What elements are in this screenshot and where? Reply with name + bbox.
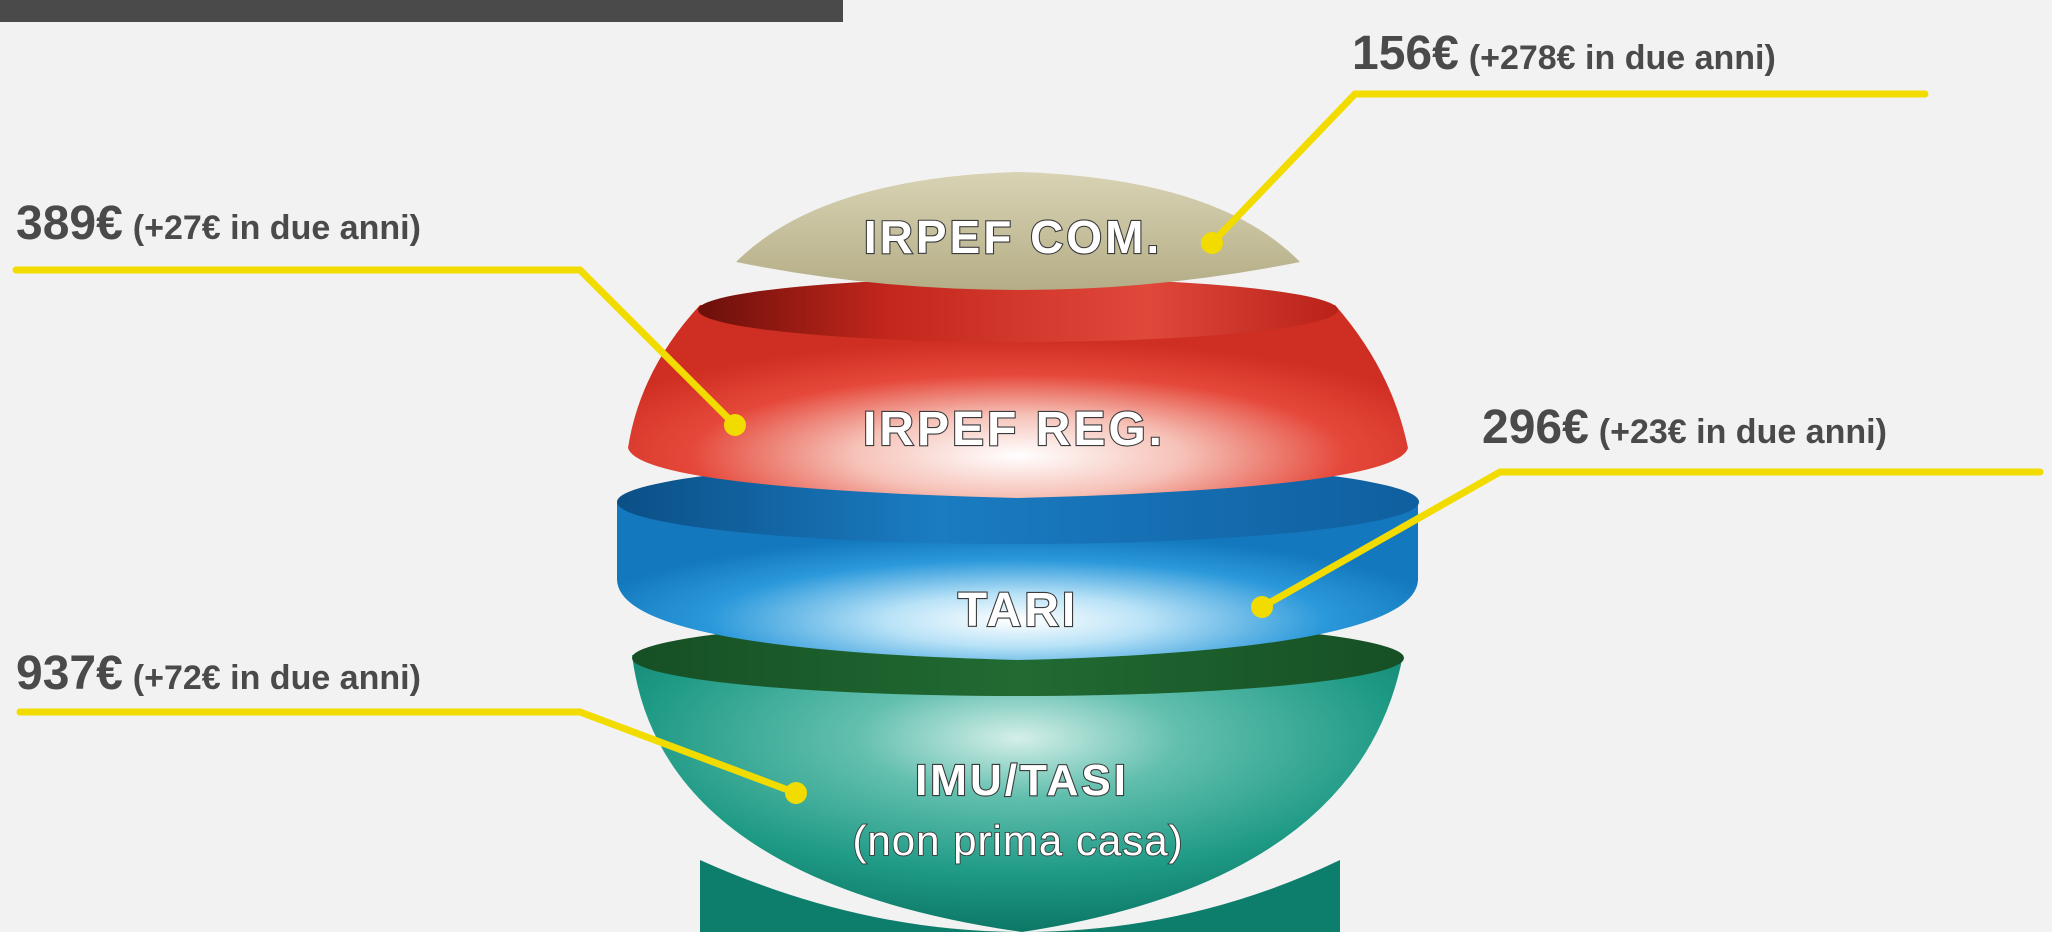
callout-imu-tasi-delta: (+72€ in due anni) bbox=[132, 659, 421, 697]
dot-tari bbox=[1251, 596, 1273, 618]
dot-irpef-reg bbox=[724, 414, 746, 436]
callout-imu-tasi: 937€(+72€ in due anni) bbox=[16, 650, 421, 698]
callout-irpef-reg: 389€(+27€ in due anni) bbox=[16, 200, 421, 248]
callout-irpef-reg-amount: 389€ bbox=[16, 197, 123, 250]
irpef-reg-label: IRPEF REG. bbox=[863, 403, 1165, 456]
irpef-com-label: IRPEF COM. bbox=[864, 211, 1162, 263]
leader-line-irpef-reg bbox=[12, 266, 739, 429]
irpef-reg-top-face bbox=[698, 278, 1338, 342]
leader-line-imu-tasi bbox=[16, 708, 800, 797]
callout-irpef-com: 156€(+278€ in due anni) bbox=[1352, 30, 1776, 78]
imu-tasi-sublabel: (non prima casa) bbox=[852, 817, 1183, 864]
leader-line-tari bbox=[1258, 468, 2044, 611]
irpef-reg-layer bbox=[628, 278, 1408, 498]
irpef-com-layer bbox=[736, 172, 1300, 290]
callout-tari-delta: (+23€ in due anni) bbox=[1598, 413, 1887, 451]
tari-label: TARI bbox=[958, 584, 1078, 637]
callout-tari-amount: 296€ bbox=[1482, 401, 1589, 454]
callout-irpef-com-delta: (+278€ in due anni) bbox=[1468, 39, 1776, 77]
header-bar bbox=[0, 0, 843, 22]
imu-tasi-label: IMU/TASI bbox=[915, 756, 1129, 805]
callout-irpef-reg-delta: (+27€ in due anni) bbox=[132, 209, 421, 247]
callout-imu-tasi-amount: 937€ bbox=[16, 647, 123, 700]
tari-body bbox=[617, 502, 1418, 660]
dot-imu-tasi bbox=[785, 782, 807, 804]
callout-tari: 296€(+23€ in due anni) bbox=[1482, 404, 1887, 452]
irpef-com-body bbox=[736, 172, 1300, 290]
leader-line-irpef-com bbox=[1208, 90, 1929, 247]
leader-lines bbox=[12, 90, 2044, 797]
imu-tasi-bottom-fill bbox=[700, 860, 1340, 932]
dot-irpef-com bbox=[1201, 232, 1223, 254]
callout-irpef-com-amount: 156€ bbox=[1352, 27, 1459, 80]
leader-dots bbox=[724, 232, 1273, 804]
imu-tasi-body bbox=[632, 655, 1403, 932]
irpef-reg-body bbox=[628, 305, 1408, 498]
